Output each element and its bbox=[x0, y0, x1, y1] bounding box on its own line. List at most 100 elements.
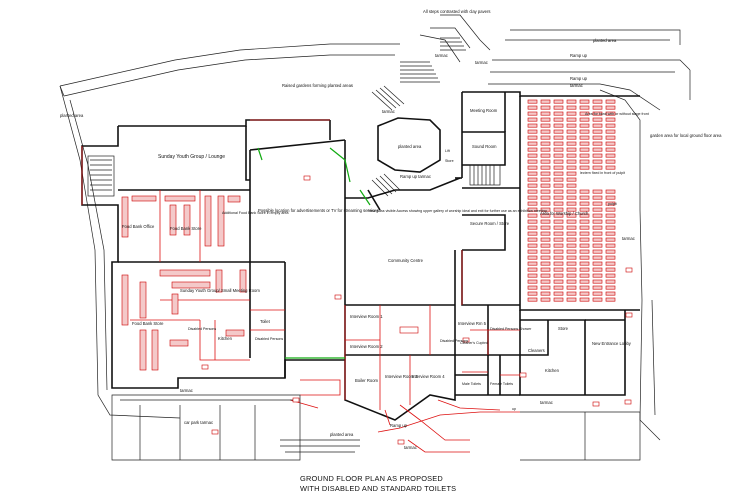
seat-row bbox=[605, 255, 616, 260]
seat-row bbox=[566, 267, 577, 272]
seat-row bbox=[605, 291, 616, 296]
seat-row bbox=[553, 135, 564, 140]
seat-row bbox=[540, 297, 551, 302]
seat-row bbox=[540, 279, 551, 284]
seat-row bbox=[540, 225, 551, 230]
seat-row bbox=[566, 183, 577, 188]
seat-row bbox=[592, 105, 603, 110]
seat-row bbox=[566, 261, 577, 266]
seat-row bbox=[579, 291, 590, 296]
kitchen-1-label: Kitchen bbox=[218, 336, 233, 341]
seat-row bbox=[566, 213, 577, 218]
seat-row bbox=[566, 159, 577, 164]
seat-row bbox=[566, 147, 577, 152]
seat-row bbox=[540, 231, 551, 236]
seat-row bbox=[540, 135, 551, 140]
seat-row bbox=[566, 165, 577, 170]
seat-row bbox=[566, 297, 577, 302]
seat-row bbox=[527, 153, 538, 158]
seat-row bbox=[566, 279, 577, 284]
seat-row bbox=[540, 111, 551, 116]
seat-row bbox=[592, 195, 603, 200]
seat-row bbox=[579, 249, 590, 254]
seat-row bbox=[527, 105, 538, 110]
seat-row bbox=[605, 231, 616, 236]
seat-row bbox=[566, 111, 577, 116]
seat-row bbox=[579, 285, 590, 290]
seat-row bbox=[566, 135, 577, 140]
interview-room-5-label: Interview Rm 5 bbox=[458, 321, 487, 326]
seat-row bbox=[579, 219, 590, 224]
seat-row bbox=[553, 225, 564, 230]
seat-row bbox=[566, 141, 577, 146]
seat-row bbox=[566, 189, 577, 194]
seat-row bbox=[553, 213, 564, 218]
seat-row bbox=[540, 171, 551, 176]
plan-title: GROUND FLOOR PLAN AS PROPOSED WITH DISAB… bbox=[300, 474, 456, 493]
tarmac-label-7: tarmac bbox=[180, 388, 193, 393]
seat-row bbox=[579, 261, 590, 266]
glazing bbox=[257, 147, 371, 359]
stairs-top bbox=[371, 37, 466, 197]
seat-row bbox=[579, 159, 590, 164]
seat-row bbox=[605, 213, 616, 218]
seat-row bbox=[592, 189, 603, 194]
seat-row bbox=[566, 285, 577, 290]
seat-row bbox=[540, 285, 551, 290]
seat-row bbox=[527, 165, 538, 170]
seat-row bbox=[527, 159, 538, 164]
seat-row bbox=[527, 117, 538, 122]
worship-label: Area for Worship / Church bbox=[540, 211, 589, 216]
seat-row bbox=[527, 213, 538, 218]
seat-row bbox=[605, 267, 616, 272]
seat-row bbox=[592, 255, 603, 260]
ramp-up-label-2: Ramp up bbox=[570, 76, 588, 81]
seat-row bbox=[579, 273, 590, 278]
seat-row bbox=[527, 231, 538, 236]
seat-row bbox=[566, 177, 577, 182]
car-park-label: car park tarmac bbox=[184, 420, 213, 425]
seat-row bbox=[605, 129, 616, 134]
seat-row bbox=[579, 165, 590, 170]
seat-row bbox=[579, 141, 590, 146]
seat-row bbox=[605, 273, 616, 278]
seat-row bbox=[527, 291, 538, 296]
seat-row bbox=[540, 267, 551, 272]
seat-row bbox=[553, 177, 564, 182]
seat-row bbox=[566, 273, 577, 278]
seat-row bbox=[553, 273, 564, 278]
seat-row bbox=[540, 291, 551, 296]
seat-row bbox=[605, 105, 616, 110]
seat-row bbox=[553, 183, 564, 188]
seat-row bbox=[605, 261, 616, 266]
seat-row bbox=[579, 255, 590, 260]
garden-area-label: garden area for local ground floor area bbox=[650, 133, 722, 138]
seat-row bbox=[527, 189, 538, 194]
sound-room-label: Sound Room bbox=[472, 144, 497, 149]
seat-row bbox=[592, 219, 603, 224]
seat-row bbox=[527, 123, 538, 128]
seat-row bbox=[579, 105, 590, 110]
seat-row bbox=[579, 237, 590, 242]
seat-row bbox=[553, 243, 564, 248]
seat-row bbox=[553, 207, 564, 212]
seat-row bbox=[579, 279, 590, 284]
seat-row bbox=[605, 195, 616, 200]
worship-seating bbox=[527, 99, 616, 302]
seat-row bbox=[592, 141, 603, 146]
seat-row bbox=[592, 147, 603, 152]
seat-row bbox=[553, 99, 564, 104]
food-bank-office-label: Food Bank Office bbox=[122, 224, 155, 229]
seat-row bbox=[540, 249, 551, 254]
seat-row bbox=[540, 189, 551, 194]
interview-room-2-label: Interview Room 2 bbox=[350, 344, 383, 349]
seat-row bbox=[605, 117, 616, 122]
sunday-youth-small-label: Sunday Youth Group/ Small Meeting Room bbox=[180, 288, 260, 293]
seat-row bbox=[592, 291, 603, 296]
ramp-up-label-3: Ramp up bbox=[390, 423, 408, 428]
seat-row bbox=[553, 201, 564, 206]
seat-row bbox=[592, 267, 603, 272]
seat-row bbox=[605, 159, 616, 164]
seat-row bbox=[605, 123, 616, 128]
seat-row bbox=[540, 153, 551, 158]
